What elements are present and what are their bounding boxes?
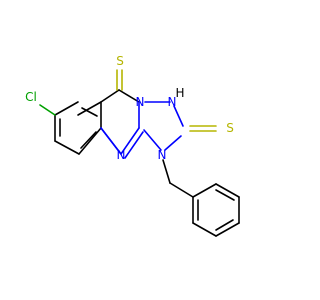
structure-canvas: S S Cl N N H N N bbox=[25, 54, 240, 237]
bond-double-inner bbox=[81, 107, 98, 117]
nitrogen-atom-bridge: N bbox=[136, 95, 145, 109]
phenyl-ring bbox=[192, 183, 240, 237]
bond-double-inner bbox=[215, 189, 235, 201]
bond bbox=[192, 222, 217, 237]
bond bbox=[100, 89, 120, 103]
triazole-ring bbox=[143, 101, 184, 151]
pyrimidine-ring bbox=[100, 89, 144, 159]
bond-double-inner bbox=[80, 131, 97, 149]
nitrogen-atom-benzyl: N bbox=[158, 148, 167, 162]
bond bbox=[173, 105, 184, 127]
bond-double-inner bbox=[215, 219, 234, 231]
bond bbox=[54, 101, 79, 116]
hydrogen-atom: H bbox=[175, 86, 184, 100]
bond bbox=[192, 183, 217, 198]
nitrogen-atom-nh: N bbox=[168, 95, 177, 109]
bond bbox=[118, 89, 140, 103]
bond bbox=[143, 129, 162, 151]
benzyl-ch2-bond bbox=[162, 159, 171, 184]
bond bbox=[78, 127, 102, 155]
chloro-bond bbox=[39, 104, 56, 116]
bond bbox=[77, 101, 102, 116]
bond bbox=[120, 127, 140, 155]
bond bbox=[100, 127, 122, 155]
molecule-diagram: S S Cl N N H N N bbox=[25, 54, 240, 237]
sulfur-atom-right: S bbox=[226, 121, 234, 135]
benzyl-bond bbox=[169, 182, 194, 198]
fused-benzene-ring bbox=[54, 101, 102, 155]
chlorine-atom: Cl bbox=[25, 90, 37, 104]
bond bbox=[164, 135, 182, 151]
bond bbox=[54, 140, 80, 155]
bond-double bbox=[124, 131, 144, 159]
bond bbox=[215, 222, 240, 237]
sulfur-atom-top: S bbox=[116, 54, 124, 68]
nitrogen-atom-lower: N bbox=[117, 148, 126, 162]
bond bbox=[215, 183, 240, 198]
